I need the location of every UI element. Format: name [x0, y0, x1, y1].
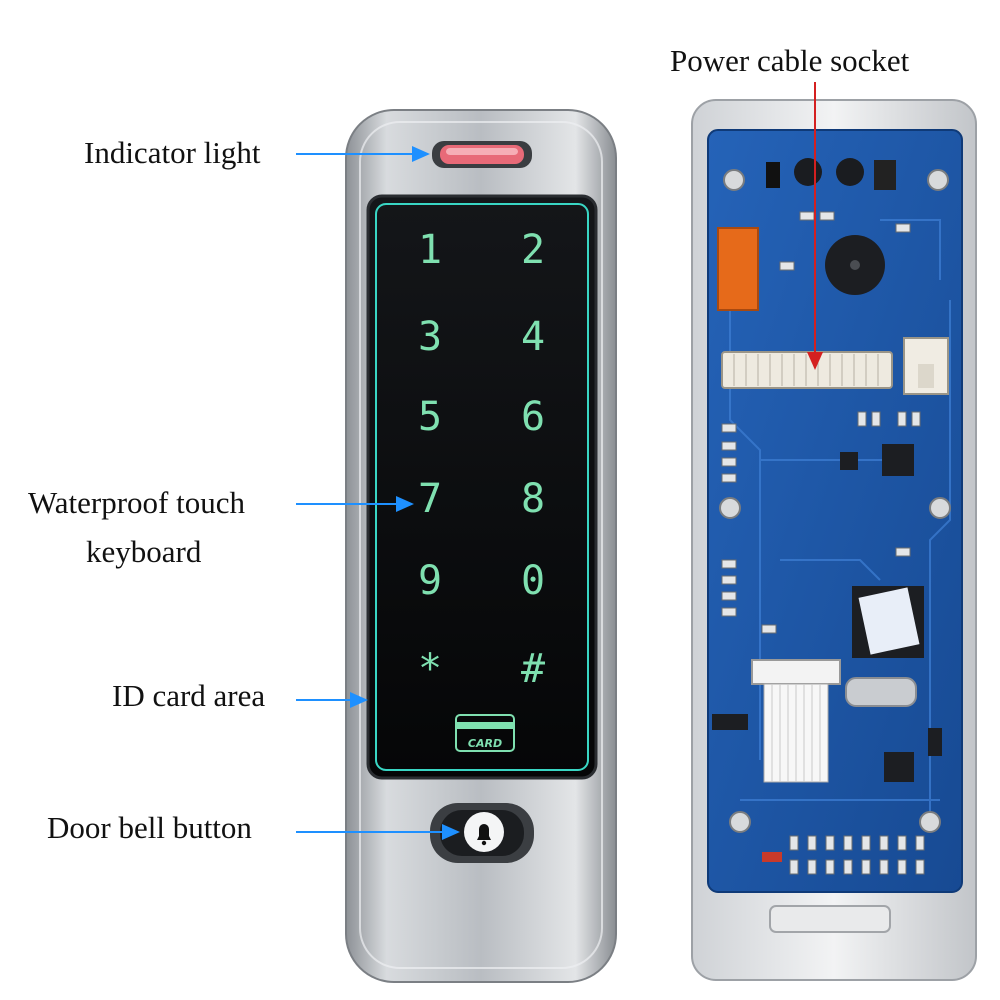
key-5[interactable]: 5	[418, 394, 442, 440]
card-label: CARD	[468, 737, 502, 750]
key-6[interactable]: 6	[521, 394, 545, 440]
callout-keyboard-line2: keyboard	[86, 534, 202, 569]
key-4[interactable]: 4	[521, 314, 545, 360]
key-2[interactable]: 2	[521, 227, 545, 273]
bell-icon	[477, 824, 491, 840]
key-3[interactable]: 3	[418, 314, 442, 360]
keypad-keys: 1 2 3 4 5 6 7 8 9 0 * #	[418, 227, 545, 692]
key-hash[interactable]: #	[521, 646, 545, 692]
callout-power-cable-socket: Power cable socket	[670, 43, 910, 78]
key-9[interactable]: 9	[418, 558, 442, 604]
key-1[interactable]: 1	[418, 227, 442, 273]
key-7[interactable]: 7	[418, 476, 442, 522]
key-star[interactable]: *	[418, 646, 442, 692]
pcb-back-view	[691, 99, 977, 981]
callout-door-bell-button: Door bell button	[47, 810, 252, 845]
door-bell-button[interactable]	[430, 803, 534, 863]
card-icon	[455, 714, 515, 752]
touch-panel	[366, 194, 598, 780]
callout-indicator-light: Indicator light	[84, 135, 261, 170]
key-8[interactable]: 8	[521, 476, 545, 522]
callout-id-card-area: ID card area	[112, 678, 266, 713]
screw	[719, 169, 951, 833]
key-0[interactable]: 0	[521, 558, 545, 604]
callout-arrows	[296, 82, 823, 840]
keypad-device	[345, 109, 617, 983]
callout-keyboard-line1: Waterproof touch	[28, 485, 245, 520]
